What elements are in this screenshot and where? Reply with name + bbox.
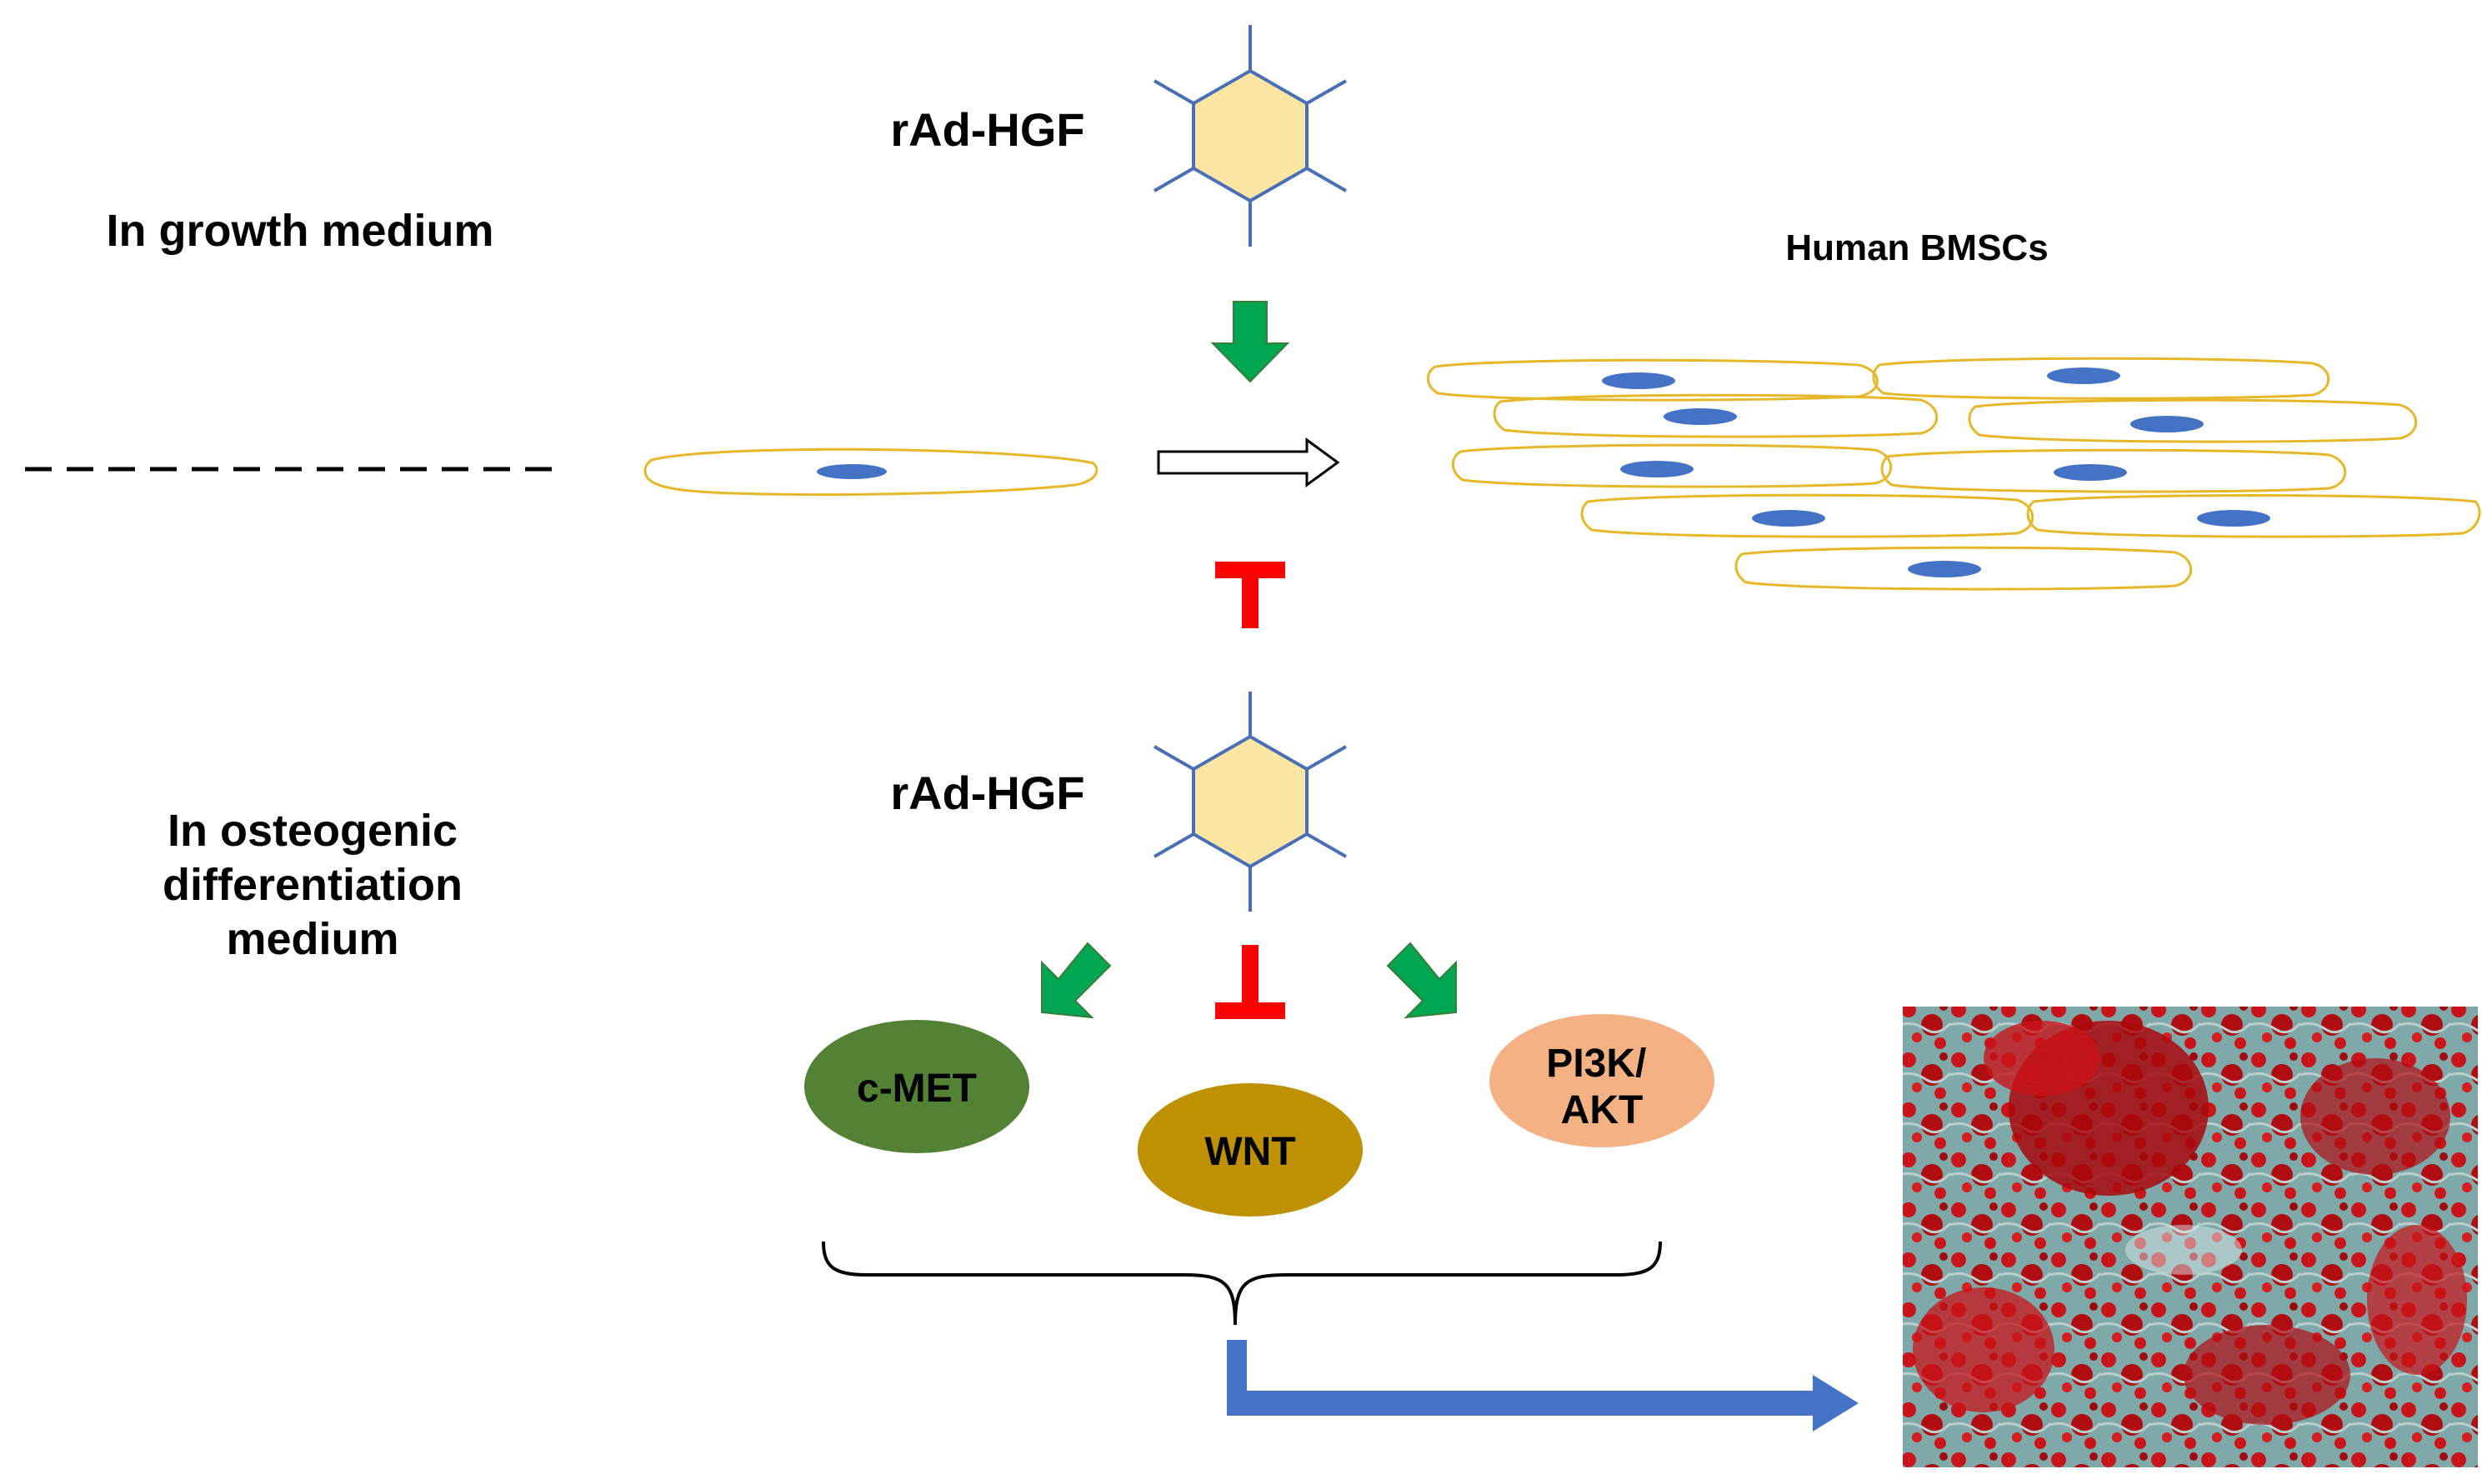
- promote-arrow-down-icon: [1210, 301, 1290, 383]
- cell-population-label: Human BMSCs: [1785, 227, 2049, 268]
- virus-particle-bottom-icon: [1153, 692, 1347, 912]
- vector-top-label: rAd-HGF: [890, 103, 1085, 156]
- cmet-label: c-MET: [857, 1067, 977, 1111]
- mineralization-micrograph-image: [1903, 1007, 2478, 1467]
- pi3k-akt-label: PI3K/ AKT: [1546, 1042, 1657, 1132]
- vector-bottom-label: rAd-HGF: [890, 767, 1085, 819]
- cell-cluster-icon: [1426, 357, 2481, 591]
- cmet-node: [804, 1020, 1029, 1153]
- pi3k-akt-node: [1489, 1014, 1714, 1147]
- upper-condition-label: In growth medium: [106, 206, 494, 256]
- inhibition-bar-lower-icon: [1215, 945, 1285, 1019]
- outcome-arrow-icon: [1227, 1340, 1859, 1432]
- promote-arrow-left-icon: [1041, 942, 1112, 1019]
- lower-condition-label: In osteogenic differentiation medium: [163, 806, 463, 964]
- proliferation-arrow-icon: [1157, 437, 1340, 487]
- cell-nuclei-icon: [1602, 367, 2270, 577]
- wnt-node: [1138, 1083, 1363, 1217]
- wnt-label: WNT: [1204, 1130, 1295, 1174]
- single-cell-icon: [643, 447, 1098, 497]
- grouping-brace: [822, 1241, 1662, 1326]
- promote-arrow-right-icon: [1386, 942, 1457, 1019]
- virus-particle-top-icon: [1153, 25, 1347, 247]
- inhibition-bar-upper-icon: [1215, 562, 1285, 628]
